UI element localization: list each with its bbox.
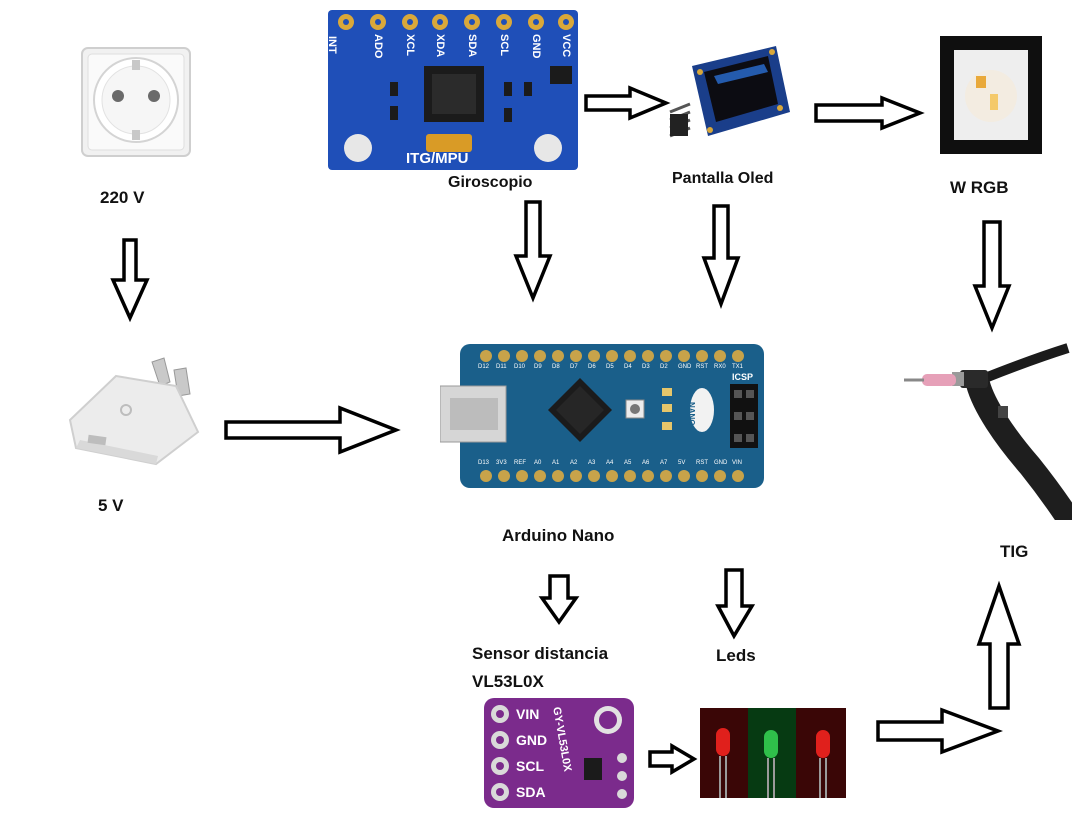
rgb-label: W RGB (950, 178, 1009, 198)
gyro-pin: SCL (498, 34, 510, 56)
arduino-bottom-pin-labels: D13 3V3 REF A0 A1 A2 A3 A4 A5 A6 A7 5V R… (478, 460, 758, 470)
sensor-pin: GND (516, 732, 547, 748)
charger-image (66, 356, 206, 468)
oled-image (664, 42, 794, 142)
arduino-pin: RST (696, 364, 708, 370)
arduino-pin: D11 (496, 364, 507, 370)
charger-label: 5 V (98, 496, 124, 516)
gyro-pin: GND (530, 34, 542, 58)
arduino-pin: A1 (552, 460, 559, 466)
arduino-pin: D2 (660, 364, 668, 370)
sensor-image: VIN GND SCL SDA GY-VL53L0X (482, 696, 636, 810)
arrow-charger-to-arduino (224, 404, 400, 456)
arduino-pin: A0 (534, 460, 541, 466)
arrow-arduino-to-leds (716, 568, 756, 640)
arduino-pin: 5V (678, 460, 685, 466)
gyro-pin: XCL (404, 34, 416, 56)
sensor-label-line1: Sensor distancia (472, 644, 608, 664)
arduino-pin: VIN (732, 460, 742, 466)
arduino-pin: TX1 (732, 364, 743, 370)
gyro-pin: ADO (372, 34, 384, 58)
gyro-pin: XDA (434, 34, 446, 57)
arrow-arduino-to-sensor (540, 574, 580, 626)
sensor-pin: SCL (516, 758, 544, 774)
gyro-pin: INT (326, 36, 338, 54)
arduino-pin: D4 (624, 364, 632, 370)
arduino-pin: D7 (570, 364, 578, 370)
gyro-image: INT ADO XCL XDA SDA SCL GND VCC ITG/MPU (328, 10, 578, 170)
tig-image (900, 336, 1072, 520)
gyro-pin: SDA (466, 34, 478, 57)
arduino-pin: A7 (660, 460, 667, 466)
arrow-up-to-tig (976, 584, 1022, 712)
arrow-outlet-to-charger (110, 238, 150, 322)
arduino-pin: D8 (552, 364, 560, 370)
arduino-pin: A5 (624, 460, 631, 466)
arduino-top-pin-labels: D12 D11 D10 D9 D8 D7 D6 D5 D4 D3 D2 GND … (478, 364, 758, 374)
arduino-pin: A2 (570, 460, 577, 466)
arduino-pin: A3 (588, 460, 595, 466)
gyro-pin: VCC (560, 34, 572, 57)
arduino-pin: REF (514, 460, 526, 466)
gyro-pin-labels: INT ADO XCL XDA SDA SCL GND VCC (328, 34, 578, 74)
oled-label: Pantalla Oled (672, 170, 773, 188)
arduino-pin: RST (696, 460, 708, 466)
rgb-image (940, 36, 1042, 154)
sensor-pin: SDA (516, 784, 546, 800)
arduino-pin: A6 (642, 460, 649, 466)
arduino-pin: D13 (478, 460, 489, 466)
arrow-leds-to-tig (876, 708, 1002, 754)
arduino-pin: GND (714, 460, 727, 466)
arrow-rgb-to-tig (972, 220, 1012, 332)
arrow-oled-to-rgb (814, 96, 924, 130)
outlet-label: 220 V (100, 188, 144, 208)
arrow-gyro-to-oled (584, 86, 670, 120)
arduino-label: Arduino Nano (502, 526, 614, 546)
arduino-pin: 3V3 (496, 460, 507, 466)
arrow-gyro-to-arduino (514, 200, 554, 302)
arrow-oled-to-arduino (702, 204, 742, 308)
arduino-pin: A4 (606, 460, 613, 466)
gyro-label: Giroscopio (448, 174, 532, 192)
tig-label: TIG (1000, 542, 1028, 562)
arduino-pin: D10 (514, 364, 525, 370)
arduino-pin: GND (678, 364, 691, 370)
outlet-image (80, 46, 192, 158)
arduino-pin: D5 (606, 364, 614, 370)
arrow-sensor-to-leds (648, 744, 698, 774)
arduino-pin: D9 (534, 364, 542, 370)
leds-label: Leds (716, 646, 756, 666)
arduino-pin: D3 (642, 364, 650, 370)
sensor-pin: VIN (516, 706, 539, 722)
gyro-board-text: ITG/MPU (406, 150, 469, 167)
arduino-pin: RX0 (714, 364, 726, 370)
leds-image (700, 708, 846, 798)
arduino-image: NANO ICSP D12 D11 D10 D9 D8 D7 D6 D5 D4 … (440, 338, 766, 494)
arduino-pin: D12 (478, 364, 489, 370)
arduino-board-text: NANO (687, 402, 696, 426)
arduino-pin: D6 (588, 364, 596, 370)
sensor-label-line2: VL53L0X (472, 672, 544, 692)
